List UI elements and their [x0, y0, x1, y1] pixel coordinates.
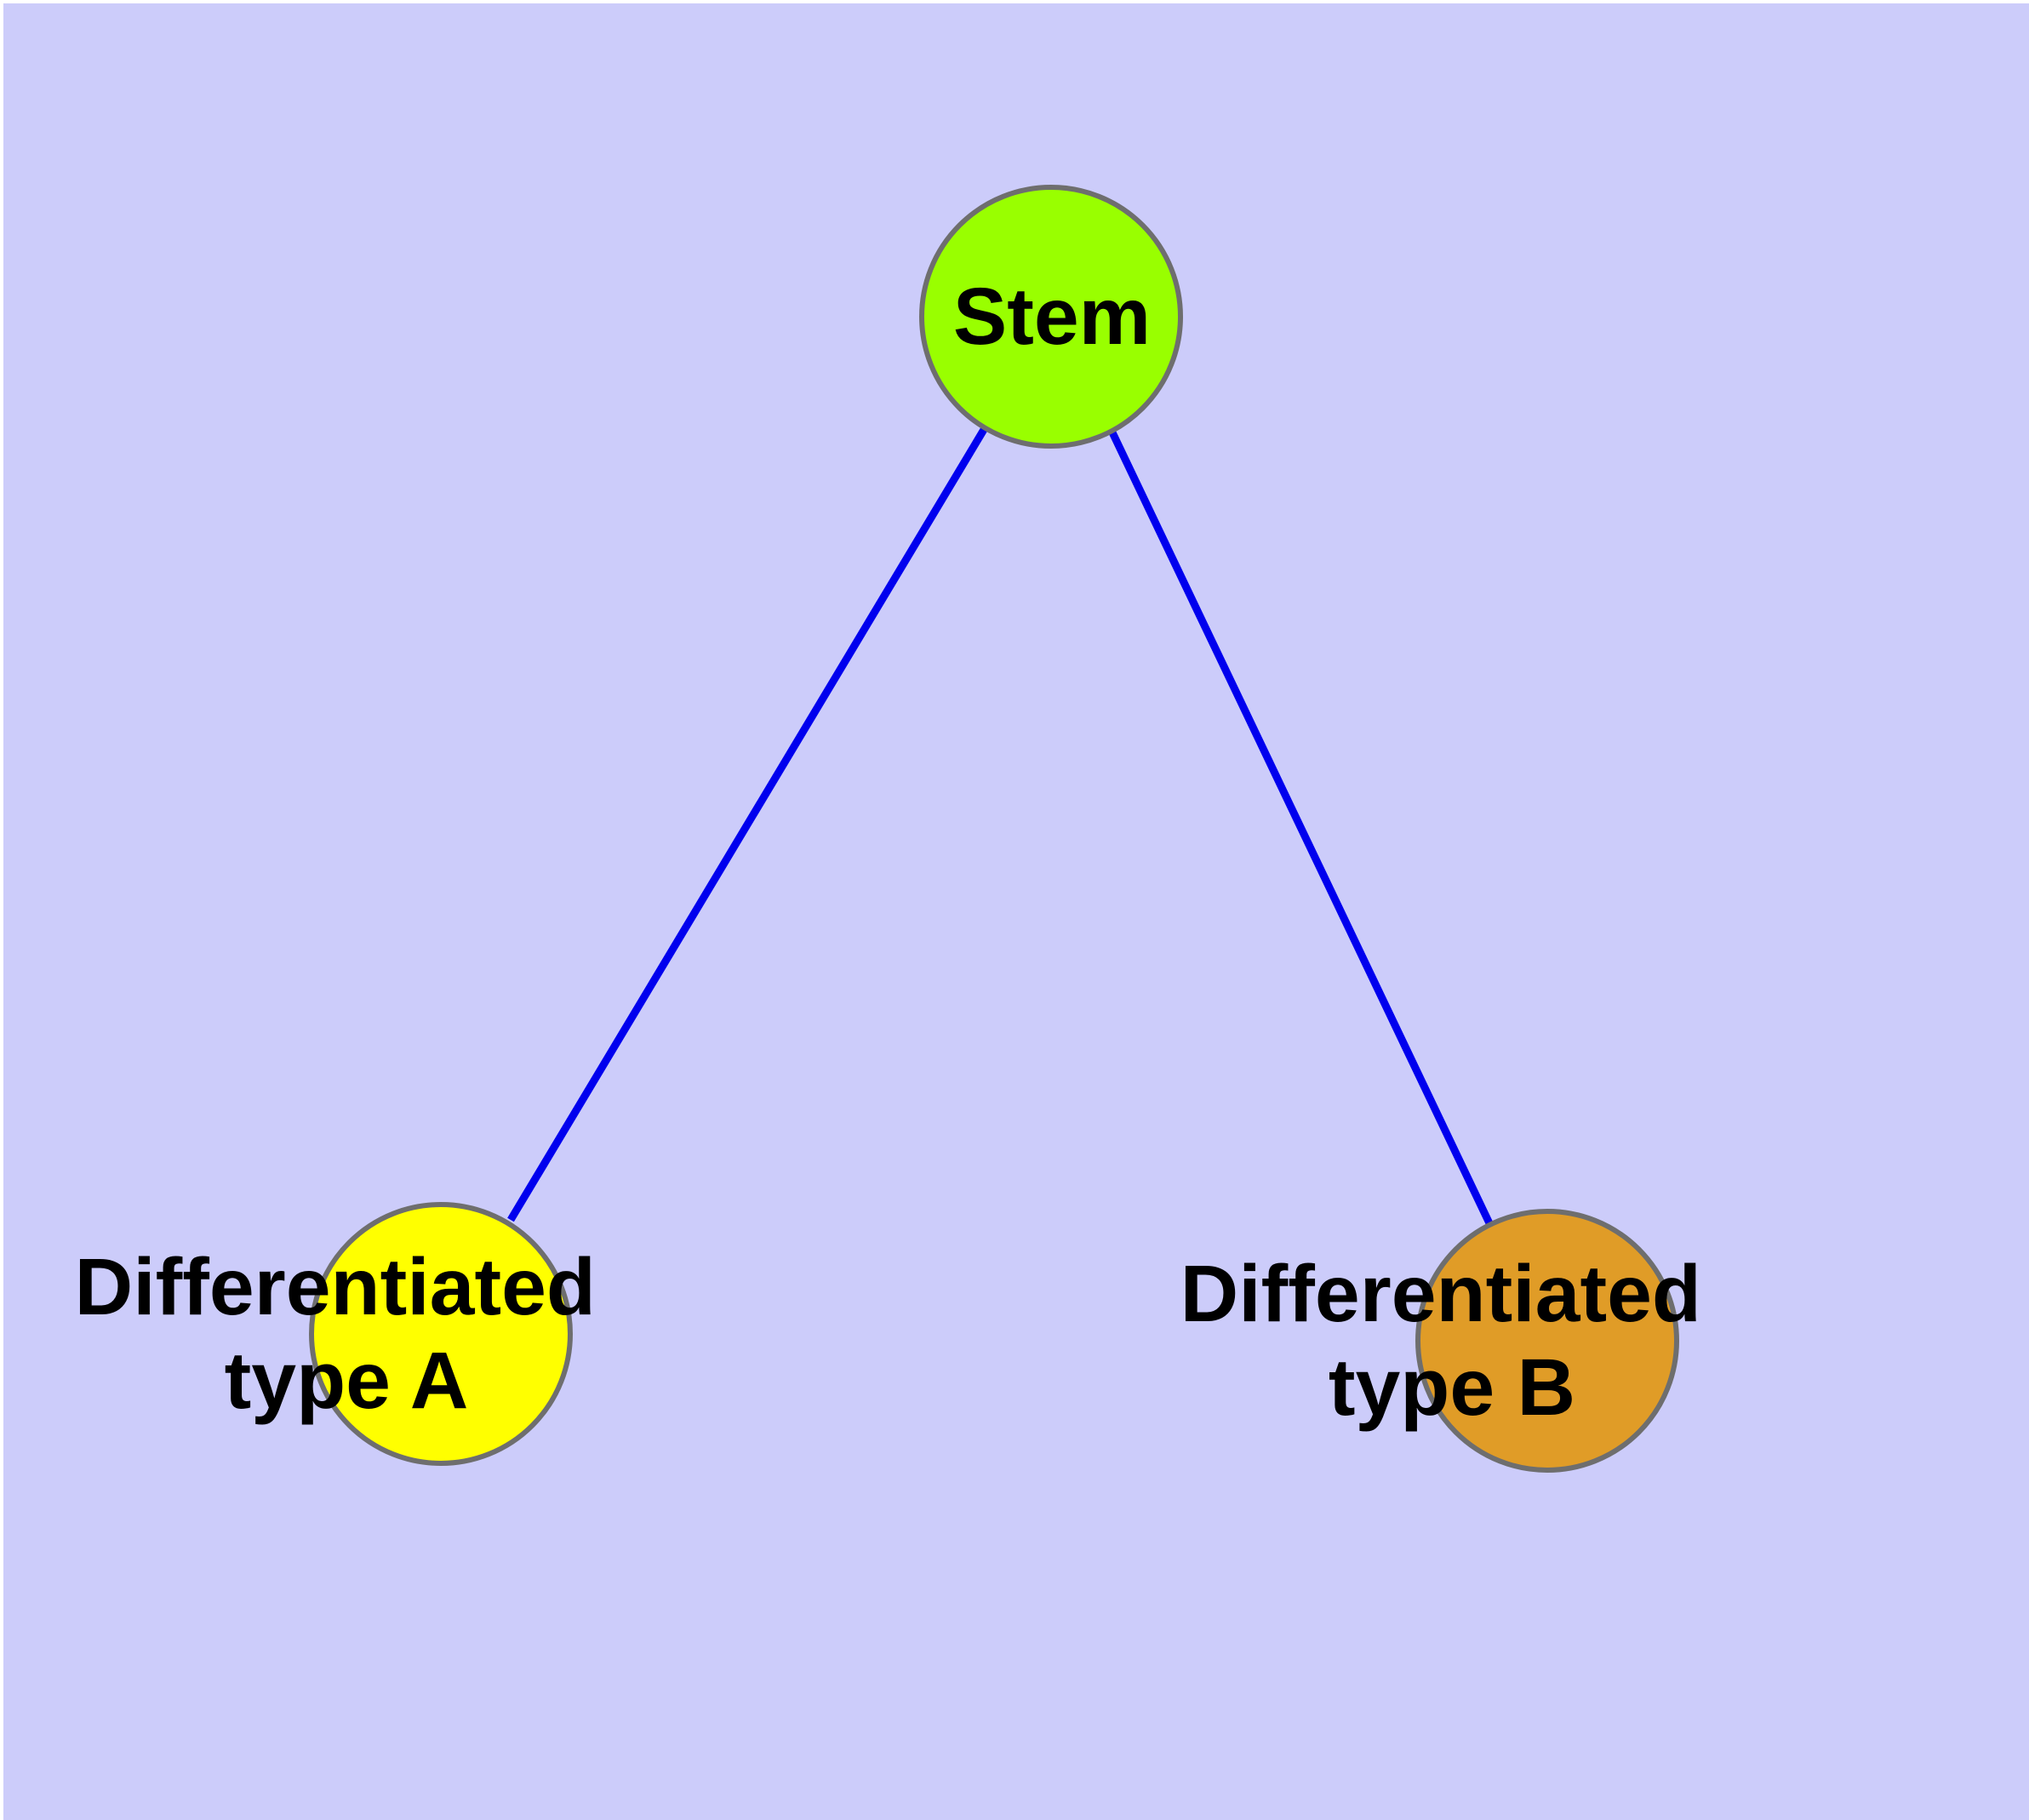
node-layer: [309, 185, 1679, 1473]
node-stem[interactable]: [919, 185, 1183, 449]
node-label-diff-a-line-2: type A: [225, 1336, 469, 1426]
node-label-differentiated-type-b: Differentiated type B: [1180, 1249, 1724, 1433]
edge-stem-diff-a[interactable]: [507, 426, 988, 1222]
edge-stem-diff-b[interactable]: [1108, 431, 1494, 1225]
node-label-differentiated-type-a: Differentiated type A: [75, 1242, 619, 1426]
node-label-diff-b-line-1: Differentiated: [1180, 1249, 1701, 1339]
edge-layer: [507, 426, 1494, 1225]
node-label-diff-b-line-2: type B: [1329, 1342, 1575, 1433]
label-layer: Stem Differentiated type A Differentiate…: [75, 272, 1724, 1433]
node-label-stem-line-1: Stem: [953, 272, 1151, 362]
node-differentiated-type-a[interactable]: [309, 1202, 573, 1466]
node-differentiated-type-b[interactable]: [1415, 1209, 1679, 1473]
node-label-stem: Stem: [953, 272, 1151, 362]
node-label-diff-a-line-1: Differentiated: [75, 1242, 596, 1332]
